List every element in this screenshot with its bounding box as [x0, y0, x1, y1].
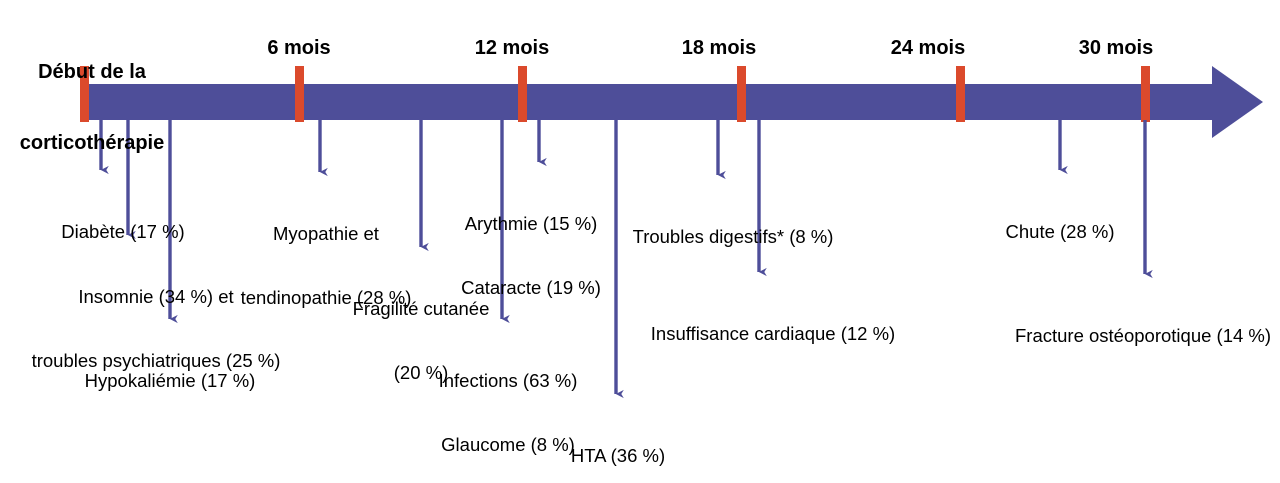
event-label-infections-glaucome: Infections (63 %) Glaucome (8 %): [439, 327, 578, 483]
tick-m18: [737, 66, 746, 122]
tick-m12: [518, 66, 527, 122]
milestone-label-start-line1: Début de la: [38, 61, 146, 84]
event-label-infections-glaucome-line1: Infections (63 %): [438, 369, 578, 391]
event-label-insomnie-psy: Insomnie (34 %) et troubles psychiatriqu…: [32, 243, 281, 415]
event-label-troubles-digestifs: Troubles digestifs* (8 %): [633, 183, 834, 290]
event-label-hta-coronaro-zona-line1: HTA (36 %): [570, 444, 666, 466]
event-label-myopathie: Myopathie et tendinopathie (28 %): [241, 180, 412, 352]
milestone-label-start: Début de la corticothérapie: [20, 14, 164, 203]
event-connectors: [99, 120, 1153, 399]
milestone-label-m6: 6 mois: [267, 37, 331, 59]
milestone-label-m12: 12 mois: [474, 37, 550, 59]
event-label-myopathie-line1: Myopathie et: [273, 222, 379, 244]
event-label-hta-coronaro-zona: HTA (36 %) Coronaropathie (9 %) Zona (8 …: [530, 402, 707, 483]
event-label-troubles-digestifs-line1: Troubles digestifs* (8 %): [632, 225, 834, 247]
event-label-fragilite-cutanee-line1: Fragilité cutanée: [352, 297, 490, 319]
event-label-diabete-line1: Diabète (17 %): [61, 220, 185, 242]
event-label-infections-glaucome-line2: Glaucome (8 %): [441, 434, 575, 456]
event-label-chute: Chute (28 %): [1006, 178, 1115, 285]
event-label-hypokaliemie-line1: Hypokaliémie (17 %): [84, 369, 256, 391]
tick-m24: [956, 66, 965, 122]
event-label-diabete: Diabète (17 %): [61, 178, 184, 285]
event-label-fragilite-cutanee-line2: (20 %): [393, 362, 449, 384]
event-label-fracture-osteoporotique-line1: Fracture ostéoporotique (14 %): [1014, 324, 1272, 346]
event-label-arythmie-cataracte-line2: Cataracte (19 %): [461, 277, 601, 299]
event-label-chute-line1: Chute (28 %): [1005, 220, 1115, 242]
milestone-label-m30: 30 mois: [1078, 37, 1154, 59]
milestone-label-m18: 18 mois: [681, 37, 757, 59]
timeline-arrowhead: [1212, 66, 1263, 138]
event-label-insuffisance-cardiaque: Insuffisance cardiaque (12 %): [651, 280, 895, 387]
event-label-fracture-osteoporotique: Fracture ostéoporotique (14 %): [1015, 282, 1271, 389]
timeline-bar: [85, 84, 1213, 120]
milestone-ticks: [80, 66, 1150, 122]
tick-m30: [1141, 66, 1150, 122]
event-label-hypokaliemie: Hypokaliémie (17 %): [85, 327, 256, 434]
event-label-myopathie-line2: tendinopathie (28 %): [240, 287, 412, 309]
event-label-arythmie-cataracte-line1: Arythmie (15 %): [464, 212, 598, 234]
tick-start: [80, 66, 89, 122]
milestone-label-start-line2: corticothérapie: [19, 131, 165, 154]
event-label-insuffisance-cardiaque-line1: Insuffisance cardiaque (12 %): [650, 322, 896, 344]
event-label-insomnie-psy-line2: troubles psychiatriques (25 %): [31, 350, 281, 372]
event-label-insomnie-psy-line1: Insomnie (34 %) et: [78, 285, 234, 307]
event-label-arythmie-cataracte: Arythmie (15 %) Cataracte (19 %): [461, 170, 601, 342]
event-label-fragilite-cutanee: Fragilité cutanée (20 %): [353, 255, 490, 427]
tick-m6: [295, 66, 304, 122]
milestone-label-m24: 24 mois: [890, 37, 966, 59]
